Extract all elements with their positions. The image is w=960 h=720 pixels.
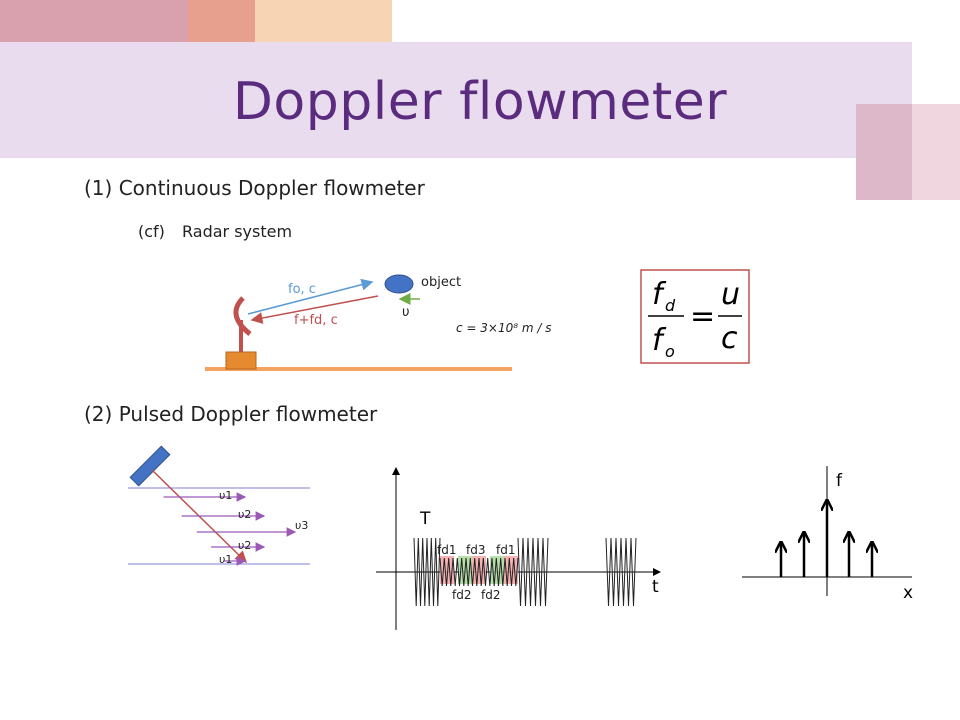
radar-base [225, 351, 257, 370]
timing-x-label: t [652, 577, 659, 597]
velocity-profile: υ1 υ2 υ3 υ2 υ1 [163, 489, 308, 566]
doppler-shift-top-label: fd3 [466, 543, 485, 557]
moving-object [384, 274, 414, 294]
section-pulsed-heading: (2) Pulsed Doppler flowmeter [84, 402, 378, 426]
pulse-train [605, 537, 637, 607]
spectrum-y-label: f [836, 471, 843, 491]
formula-equals: = [690, 299, 715, 334]
speed-of-light-formula: c = 3×10⁸ m / s [456, 321, 551, 335]
emitted-wave-label: fo, c [288, 282, 316, 297]
section-continuous-sub-prefix: (cf) [138, 222, 165, 241]
formula-lhs-numerator-sub: d [665, 296, 676, 315]
formula-rhs-denominator: c [721, 321, 738, 356]
formula-lhs-denominator-sub: o [665, 342, 675, 361]
velocity-label: υ1 [219, 489, 232, 502]
object-velocity-label: υ [402, 305, 410, 320]
velocity-label: υ3 [295, 519, 308, 532]
velocity-label: υ2 [238, 539, 251, 552]
reflected-wave-label: f+fd, c [294, 313, 338, 328]
pulse-train [439, 557, 519, 587]
page-title: Doppler flowmeter [232, 72, 728, 132]
doppler-shift-labels: fd1 fd3 fd1 fd2 fd2 [437, 543, 515, 602]
spectrum-bars [781, 501, 872, 577]
spectrum-x-label: x [903, 583, 913, 603]
section-continuous-heading: (1) Continuous Doppler flowmeter [84, 176, 425, 200]
doppler-shift-top-label: fd1 [496, 543, 515, 557]
radar-dish [233, 296, 252, 336]
velocity-label: υ2 [238, 508, 251, 521]
velocity-label: υ1 [219, 553, 232, 566]
section-continuous-subheading: Radar system [182, 222, 293, 241]
emitted-wave-arrow [247, 278, 374, 315]
deco-block-right-dark [856, 104, 914, 200]
doppler-shift-bottom-label: fd2 [481, 588, 500, 602]
reflected-wave-arrow [250, 295, 379, 324]
doppler-shift-bottom-label: fd2 [452, 588, 471, 602]
formula-rhs-numerator: u [721, 277, 740, 312]
object-label: object [421, 275, 461, 290]
pulse-train [517, 537, 549, 607]
pulsed-probe [129, 445, 171, 487]
doppler-shift-top-label: fd1 [437, 543, 456, 557]
timing-y-label: T [419, 509, 431, 529]
pulse-train [413, 537, 441, 607]
pulse-trains [413, 537, 637, 607]
title-band [0, 42, 912, 158]
deco-block-right-light [912, 104, 960, 200]
